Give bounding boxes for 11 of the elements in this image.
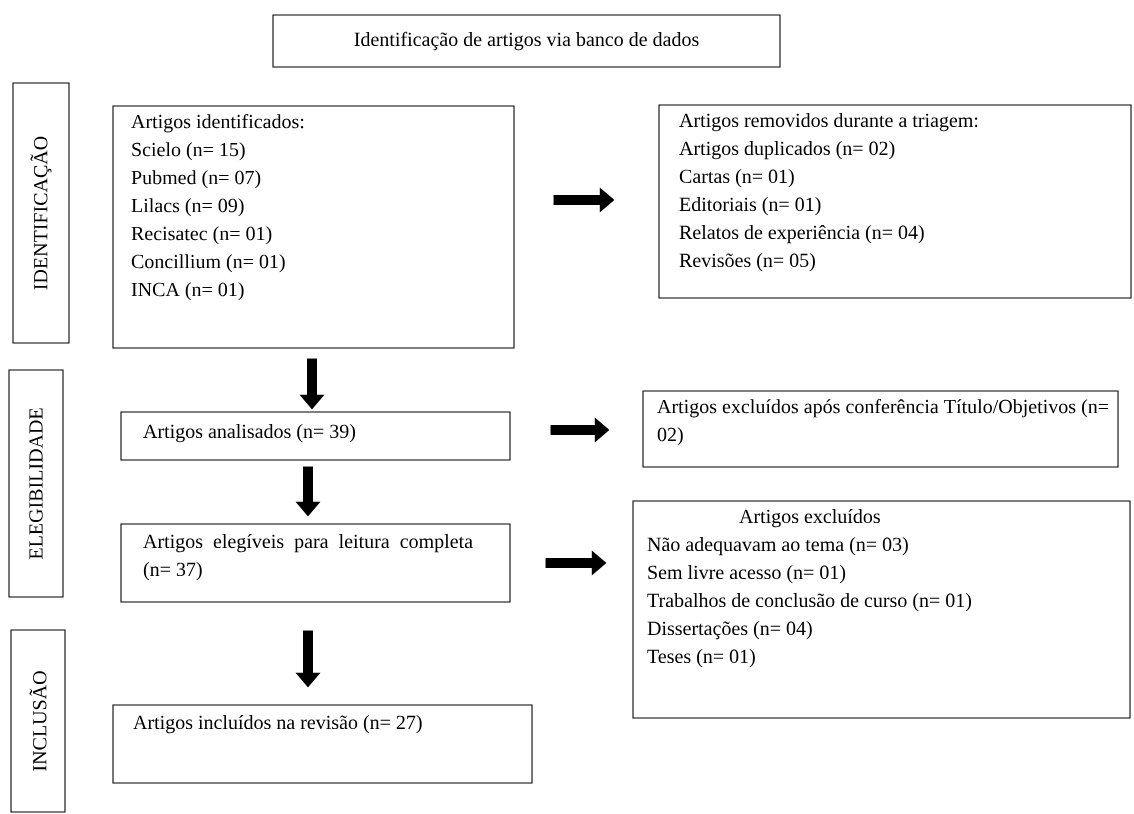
process-box: Artigos analisados (n= 39) — [120, 411, 511, 461]
process-box: Artigos identificados: Scielo (n= 15) Pubmed (n= 07) Lilacs (n= 09) Recisatec (n= 01) Concillium (n= 01) INCA (n= 01) — [112, 105, 515, 349]
process-box: Artigos incluídos na revisão (n= 27) — [112, 704, 533, 784]
stage-label: IDENTIFICAÇÃO — [12, 82, 70, 344]
title-box: Identificação de artigos via banco de dados — [272, 14, 781, 68]
process-box: Artigos excluídos Não adequavam ao tema (n= 03) Sem livre acesso (n= 01) Trabalhos de conclusão de curso (n= 01) Dissertações (n= 04) Teses (n= 01) — [632, 500, 1131, 719]
stage-label: INCLUSÃO — [10, 629, 66, 813]
process-box: Artigos removidos durante a triagem: Artigos duplicados (n= 02) Cartas (n= 01) Editoriais (n= 01) Relatos de experiência (n= 04) Revisões (n= 05) — [658, 104, 1132, 299]
process-box: Artigos elegíveis para leitura completa (n= 37) — [120, 523, 511, 603]
stage-label: ELEGIBILIDADE — [8, 369, 64, 598]
process-box: Artigos excluídos após conferência Título/Objetivos (n= 02) — [642, 390, 1119, 468]
